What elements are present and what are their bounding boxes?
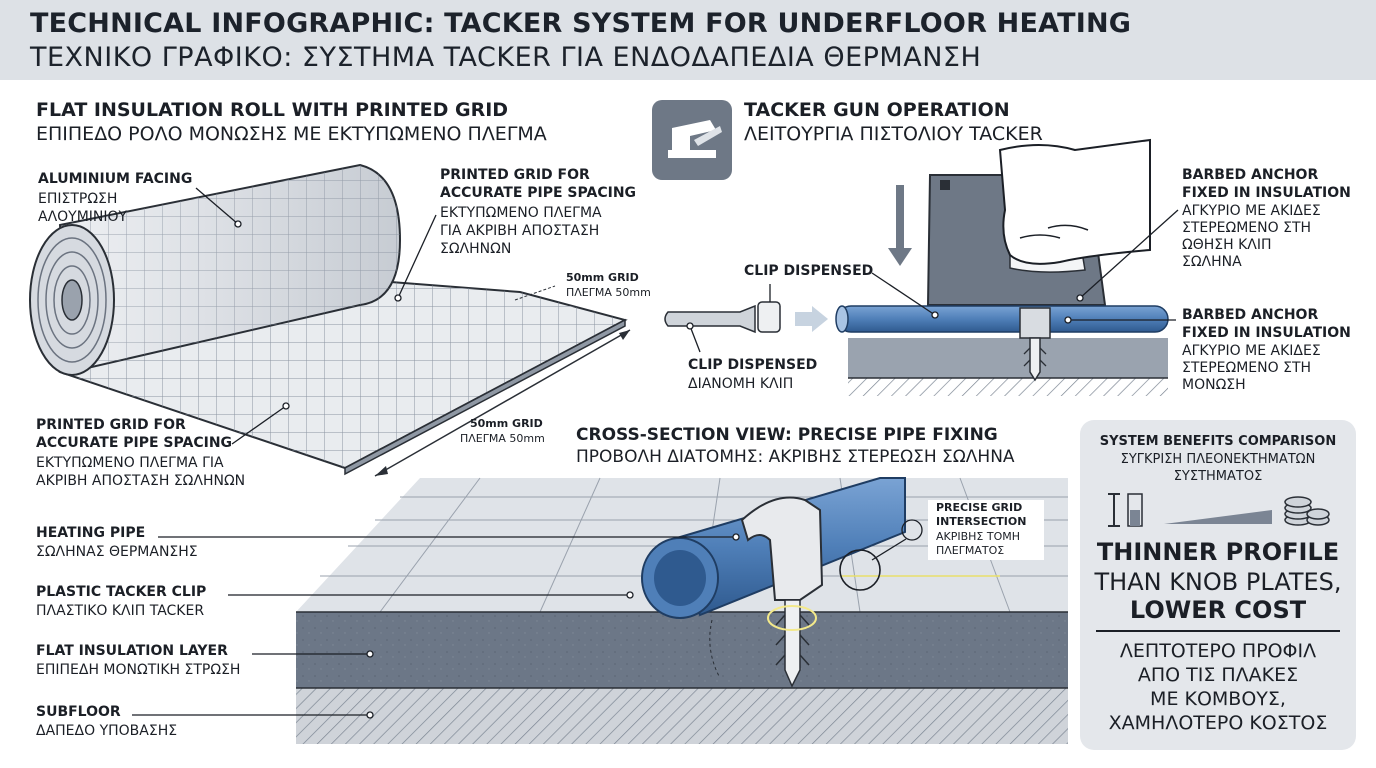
aluminium-facing-gr-2: ΑΛΟΥΜΙΝΙΟΥ bbox=[38, 209, 128, 225]
tacker-gun-illustration bbox=[664, 138, 1169, 396]
insulation-layer-label: FLAT INSULATION LAYER bbox=[36, 643, 228, 659]
printed-grid-top-label-1: PRINTED GRID FOR bbox=[440, 167, 590, 183]
cross-section-title: CROSS-SECTION VIEW: PRECISE PIPE FIXING bbox=[576, 425, 998, 445]
printed-grid-top-gr-2: ΓΙΑ ΑΚΡΙΒΗ ΑΠΟΣΤΑΣΗ bbox=[440, 223, 600, 239]
heating-pipe-gr: ΣΩΛΗΝΑΣ ΘΕΡΜΑΝΣΗΣ bbox=[36, 544, 198, 560]
roll-section-title-gr: ΕΠΙΠΕΔΟ ΡΟΛΟ ΜΟΝΩΣΗΣ ΜΕ ΕΚΤΥΠΩΜΕΝΟ ΠΛΕΓΜ… bbox=[36, 123, 547, 145]
subfloor-label: SUBFLOOR bbox=[36, 704, 121, 720]
benefits-icon-row bbox=[1108, 493, 1330, 527]
barbed-anchor-2-gr-2: ΣΤΕΡΕΩΜΕΝΟ ΣΤΗ bbox=[1182, 360, 1312, 376]
cross-section-leader-lines bbox=[132, 519, 923, 719]
tacker-section-title: TACKER GUN OPERATION bbox=[744, 99, 1010, 121]
printed-grid-bottom-label-1: PRINTED GRID FOR bbox=[36, 417, 186, 433]
barbed-anchor-1-gr-3: ΩΘΗΣΗ ΚΛΙΠ bbox=[1182, 237, 1272, 253]
barbed-anchor-2-en-1: BARBED ANCHOR bbox=[1182, 307, 1319, 323]
benefit-gr-3: ΜΕ ΚΟΜΒΟΥΣ, bbox=[1150, 688, 1286, 710]
barbed-anchor-1-en-2: FIXED IN INSULATION bbox=[1182, 185, 1351, 201]
benefits-panel: SYSTEM BENEFITS COMPARISON ΣΥΓΚΡΙΣΗ ΠΛΕΟ… bbox=[1080, 420, 1356, 750]
intersection-callout: PRECISE GRID INTERSECTION ΑΚΡΙΒΗΣ ΤΟΜΗ Π… bbox=[928, 500, 1044, 560]
aluminium-facing-gr-1: ΕΠΙΣΤΡΩΣΗ bbox=[38, 191, 118, 207]
benefits-title-gr-1: ΣΥΓΚΡΙΣΗ ΠΛΕΟΝΕΚΤΗΜΑΤΩΝ bbox=[1120, 452, 1316, 467]
barbed-anchor-1-en-1: BARBED ANCHOR bbox=[1182, 167, 1319, 183]
grid-dimension-small-en: 50mm GRID bbox=[566, 271, 639, 284]
page-title: TECHNICAL INFOGRAPHIC: TACKER SYSTEM FOR… bbox=[30, 8, 1132, 39]
printed-grid-bottom-gr-1: ΕΚΤΥΠΩΜΕΝΟ ΠΛΕΓΜΑ ΓΙΑ bbox=[36, 455, 224, 471]
benefits-divider bbox=[1096, 630, 1340, 632]
grid-dimension-large-gr: ΠΛΕΓΜΑ 50mm bbox=[460, 432, 545, 445]
tacker-clip-gr: ΠΛΑΣΤΙΚΟ ΚΛΙΠ TACKER bbox=[36, 603, 205, 619]
benefit-gr-4: ΧΑΜΗΛΟΤΕΡΟ ΚΟΣΤΟΣ bbox=[1108, 712, 1328, 734]
cross-section-illustration bbox=[296, 477, 1068, 744]
barbed-anchor-1-gr-1: ΑΓΚΥΡΙΟ ΜΕ ΑΚΙΔΕΣ bbox=[1182, 203, 1321, 219]
benefit-line-2: THAN KNOB PLATES, bbox=[1094, 568, 1342, 596]
intersection-en-2: INTERSECTION bbox=[936, 515, 1027, 528]
printed-grid-top-gr-1: ΕΚΤΥΠΩΜΕΝΟ ΠΛΕΓΜΑ bbox=[440, 205, 602, 221]
printed-grid-bottom-gr-2: ΑΚΡΙΒΗ ΑΠΟΣΤΑΣΗ ΣΩΛΗΝΩΝ bbox=[36, 473, 246, 489]
heating-pipe-label: HEATING PIPE bbox=[36, 525, 146, 541]
aluminium-facing-label: ALUMINIUM FACING bbox=[38, 171, 193, 187]
roll-leader-lines bbox=[195, 187, 437, 445]
benefit-line-3: LOWER COST bbox=[1129, 596, 1307, 624]
benefits-title-gr-2: ΣΥΣΤΗΜΑΤΟΣ bbox=[1173, 469, 1263, 484]
benefit-line-1: THINNER PROFILE bbox=[1096, 538, 1340, 566]
intersection-gr-1: ΑΚΡΙΒΗΣ ΤΟΜΗ bbox=[936, 530, 1021, 543]
roll-section-title: FLAT INSULATION ROLL WITH PRINTED GRID bbox=[36, 99, 509, 121]
clip-dispensed-top-label: CLIP DISPENSED bbox=[744, 263, 874, 279]
printed-grid-bottom-label-2: ACCURATE PIPE SPACING bbox=[36, 435, 233, 451]
intersection-en-1: PRECISE GRID bbox=[936, 501, 1023, 514]
tacker-clip-label: PLASTIC TACKER CLIP bbox=[36, 584, 207, 600]
header-banner: TECHNICAL INFOGRAPHIC: TACKER SYSTEM FOR… bbox=[0, 0, 1376, 80]
thickness-icon bbox=[1108, 493, 1143, 527]
coins-icon bbox=[1284, 496, 1330, 526]
barbed-anchor-2-gr-1: ΑΓΚΥΡΙΟ ΜΕ ΑΚΙΔΕΣ bbox=[1182, 343, 1321, 359]
cross-section-title-gr: ΠΡΟΒΟΛΗ ΔΙΑΤΟΜΗΣ: ΑΚΡΙΒΗΣ ΣΤΕΡΕΩΣΗ ΣΩΛΗΝ… bbox=[576, 447, 1015, 467]
staple-gun-icon bbox=[652, 100, 732, 180]
printed-grid-top-label-2: ACCURATE PIPE SPACING bbox=[440, 185, 637, 201]
barbed-anchor-2-gr-3: ΜΟΝΩΣΗ bbox=[1182, 377, 1246, 393]
printed-grid-top-gr-3: ΣΩΛΗΝΩΝ bbox=[440, 241, 512, 257]
wedge-icon bbox=[1164, 510, 1272, 524]
intersection-gr-2: ΠΛΕΓΜΑΤΟΣ bbox=[936, 544, 1005, 557]
tacker-leader-lines bbox=[686, 209, 1179, 353]
tacker-section-title-gr: ΛΕΙΤΟΥΡΓΙΑ ΠΙΣΤΟΛΙΟΥ TACKER bbox=[744, 123, 1043, 145]
page-subtitle: ΤΕΧΝΙΚΟ ΓΡΑΦΙΚΟ: ΣΥΣΤΗΜΑ TACKER ΓΙΑ ΕΝΔΟ… bbox=[30, 42, 982, 73]
clip-dispensed-bottom-label: CLIP DISPENSED bbox=[688, 357, 818, 373]
barbed-anchor-1-gr-4: ΣΩΛΗΝΑ bbox=[1182, 254, 1242, 270]
insulation-layer-gr: ΕΠΙΠΕΔΗ ΜΟΝΩΤΙΚΗ ΣΤΡΩΣΗ bbox=[36, 662, 241, 678]
benefits-title: SYSTEM BENEFITS COMPARISON bbox=[1099, 434, 1337, 449]
benefit-gr-2: ΑΠΟ ΤΙΣ ΠΛΑΚΕΣ bbox=[1137, 664, 1299, 686]
grid-dimension-small-gr: ΠΛΕΓΜΑ 50mm bbox=[566, 286, 651, 299]
grid-dimension-large-en: 50mm GRID bbox=[470, 417, 543, 430]
barbed-anchor-1-gr-2: ΣΤΕΡΕΩΜΕΝΟ ΣΤΗ bbox=[1182, 220, 1312, 236]
clip-dispensed-bottom-gr: ΔΙΑΝΟΜΗ ΚΛΙΠ bbox=[688, 376, 794, 392]
subfloor-gr: ΔΑΠΕΔΟ ΥΠΟΒΑΣΗΣ bbox=[36, 723, 178, 739]
barbed-anchor-2-en-2: FIXED IN INSULATION bbox=[1182, 325, 1351, 341]
insulation-roll bbox=[29, 163, 631, 477]
benefit-gr-1: ΛΕΠΤΟΤΕΡΟ ΠΡΟΦΙΛ bbox=[1119, 640, 1317, 662]
